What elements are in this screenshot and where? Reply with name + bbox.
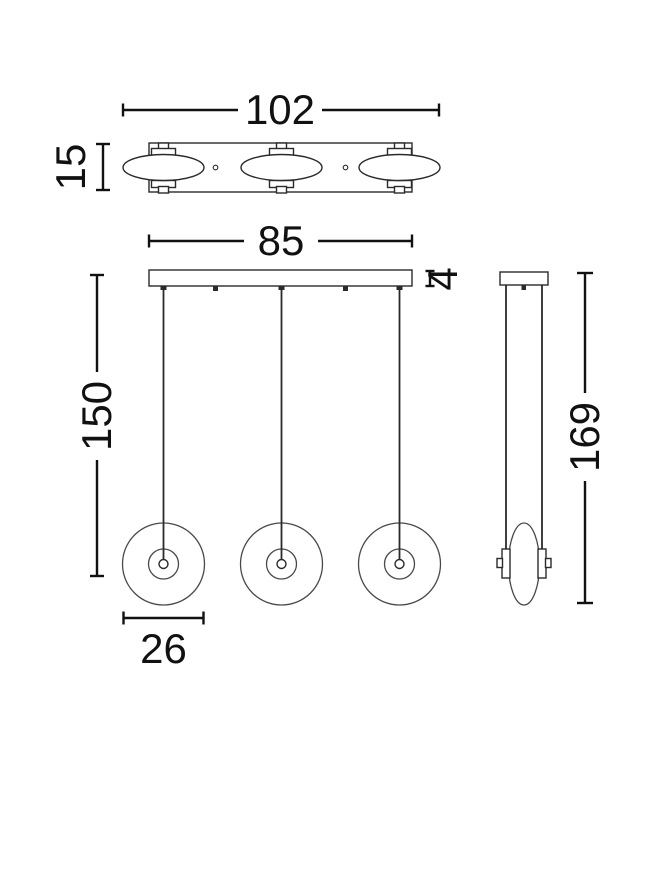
shade-hub	[394, 558, 405, 570]
dim-canopy-depth-label: 15	[47, 144, 94, 191]
dim-canopy-length: 85	[147, 217, 414, 264]
hub-bracket-right	[537, 548, 547, 579]
shade-hub	[158, 558, 169, 570]
shade-ellipse	[122, 153, 205, 182]
shade-side-ellipse	[507, 522, 541, 606]
dim-canopy-thickness-label: 4	[419, 267, 466, 290]
screw-dot	[343, 286, 348, 291]
dim-shade-diameter-label: 26	[140, 625, 187, 672]
dim-canopy-thickness: 4	[419, 267, 466, 290]
shade-ellipse	[240, 153, 323, 182]
shade-ellipse	[358, 153, 441, 182]
clip-notch-bottom	[275, 185, 288, 194]
front-view: 85 4	[73, 217, 466, 672]
dim-cord-length: 150	[73, 273, 120, 578]
screw-hole	[212, 164, 219, 171]
dim-overall-height-label: 169	[561, 402, 608, 472]
shade-top-3	[358, 142, 441, 194]
dim-overall-width: 102	[121, 86, 441, 133]
shade-top-1	[122, 142, 205, 194]
clip-notch-bottom	[157, 185, 170, 194]
dim-canopy-depth: 15	[47, 142, 110, 192]
hub-tab-left	[496, 557, 504, 569]
shade-hub	[276, 558, 287, 570]
dim-canopy-length-label: 85	[258, 217, 305, 264]
dim-overall-height: 169	[561, 271, 608, 605]
dim-cord-length-label: 150	[73, 381, 120, 451]
clip-notch-bottom	[393, 185, 406, 194]
top-view: 102	[47, 86, 441, 194]
screw-hole	[342, 164, 349, 171]
dim-overall-width-label: 102	[245, 86, 315, 133]
hub-bracket-left	[501, 548, 511, 579]
shade-top-2	[240, 142, 323, 194]
dim-shade-diameter: 26	[122, 611, 205, 672]
hub-tab-right	[544, 557, 552, 569]
screw-dot	[213, 286, 218, 291]
screw-dot	[521, 285, 526, 290]
side-view: 169	[496, 271, 608, 606]
canopy-side-view	[499, 271, 549, 286]
canopy-front-view	[148, 269, 413, 287]
